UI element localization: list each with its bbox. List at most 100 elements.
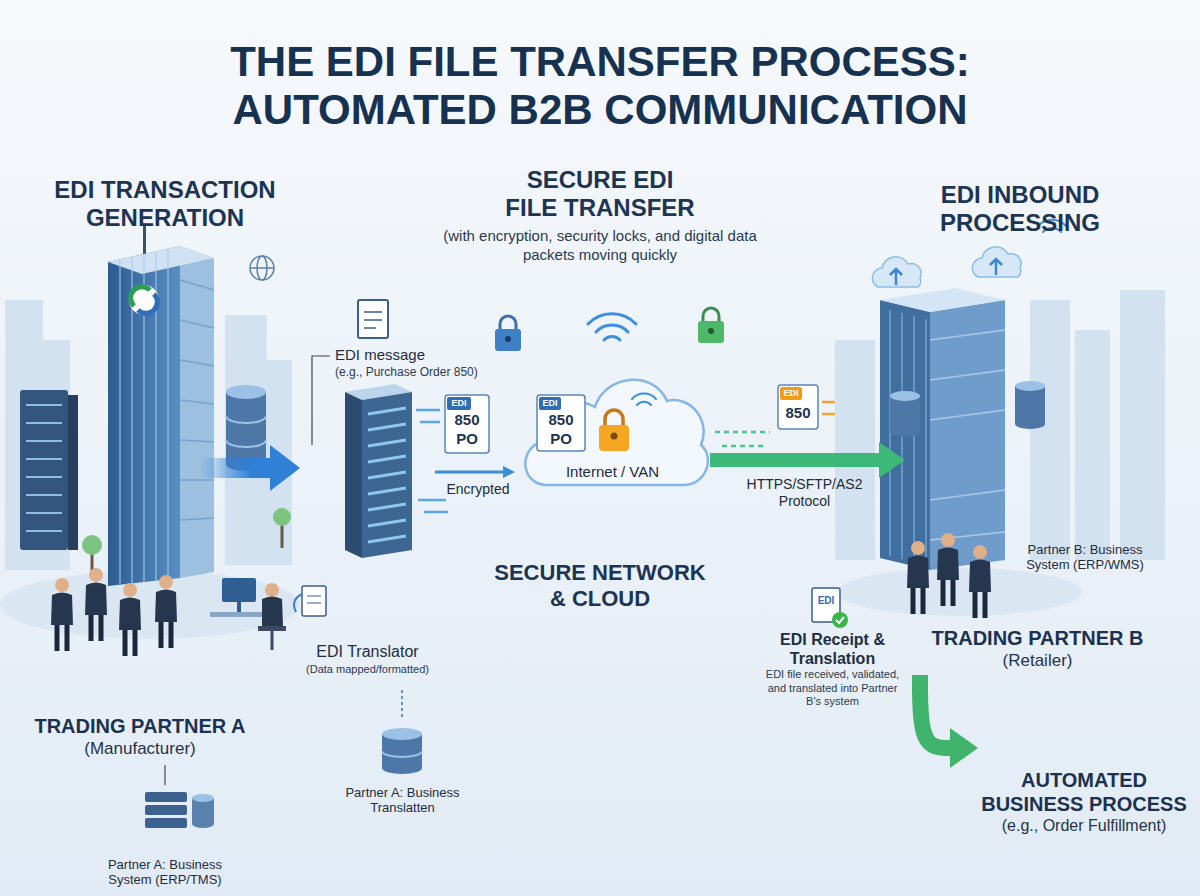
edi-packet [780,387,802,400]
partner-block: TRADING PARTNER B(Retailer)Partner B: Bu… [905,255,1170,675]
office-tower [880,288,1005,570]
database [382,728,422,774]
office-tower [890,310,926,565]
node-text: Partner A: Business Translatten [320,786,485,816]
section-heading: EDI TRANSACTION GENERATION [30,176,300,232]
zone-heading: SECURE NETWORK & CLOUD [490,560,710,612]
callout-text: (e.g., Purchase Order 850) [335,365,495,380]
database-node: Partner A: Business Translatten [320,720,485,820]
database [890,396,920,432]
document-icon [836,617,844,623]
translator-server [345,384,412,558]
wifi-icon [632,394,656,405]
office-tower [120,249,168,584]
lock-icon [495,329,521,351]
node-text: TRADING PARTNER B [932,626,1144,650]
people [51,578,73,651]
right-skyline [835,340,875,560]
server-rack [68,395,78,550]
data-streaks [416,410,448,512]
packet-code: 850 [778,404,818,422]
office-tower [880,300,930,570]
arrow-tail [200,458,252,478]
packet-code: 850 [445,411,489,429]
office-tower [108,246,214,274]
business-system-icon [192,794,214,802]
database [382,728,422,740]
data-streaks [416,410,448,512]
packet-code: PO [445,430,489,448]
tree [92,520,282,575]
right-skyline [1120,290,1165,560]
server-rack [26,405,62,531]
translator-node: EDI Translator(Data mapped/formatted) [300,380,435,690]
left-skyline [225,315,267,565]
tree [82,508,291,575]
connector-line [401,690,403,720]
section-heading: EDI INBOUND PROCESSING [890,181,1150,237]
node-subtext: EDI file received, validated, and transl… [760,668,905,708]
globe-icon [250,256,274,280]
edi-packet [778,385,818,429]
office-tower [131,287,150,306]
cloud-upload-icon [872,257,921,287]
edi-packet [445,395,489,453]
document-icon [302,586,326,616]
wifi-icon [588,314,636,340]
document-tag: EDI [812,594,840,607]
document-icon [832,612,848,628]
lock-icon [708,328,714,334]
flow-arrow [250,458,270,478]
node-subtext: (Data mapped/formatted) [306,663,429,676]
desk-worker [210,578,286,650]
globe-icon [250,267,274,269]
data-streaks [715,432,770,446]
cloud-upload-icon [890,269,902,285]
node-subtext: (Retailer) [1003,650,1073,671]
people [969,545,991,618]
document-icon [364,312,382,328]
people [937,533,959,606]
document-icon [294,586,326,616]
business-system-icon [145,805,187,815]
people [907,541,929,614]
lock-icon [698,308,724,343]
node-text: EDI Translator [316,642,418,663]
office-tower [108,246,180,586]
cloud-upload-icon [990,259,1002,275]
node-text: EDI Receipt & Translation [760,630,905,668]
node-text: Partner A: Business System (ERP/TMS) [100,858,230,888]
wifi-icon [588,314,636,340]
desk-worker [258,626,286,631]
cloud-upload-icon [972,247,1021,277]
packet-code: PO [537,430,585,448]
database [226,385,266,399]
database [890,391,920,401]
translator-server [368,408,406,542]
lock-icon [611,433,618,440]
connector-line [164,765,165,785]
callout-text: EDI message [335,345,485,364]
people [155,575,177,648]
cloud-upload-icon [972,247,1021,277]
packet-tag: EDI [447,397,471,410]
database [226,392,266,464]
cloud-outline [525,380,708,485]
lock-icon [495,316,521,351]
node-text: Internet / VAN [566,463,659,480]
database [890,381,1045,437]
database [226,416,266,447]
database [1015,419,1045,429]
desk-worker [262,597,283,627]
office-tower [108,225,214,586]
document-icon [812,588,848,628]
desk-worker [222,578,256,602]
edi-packet [447,397,471,410]
globe-icon [250,256,274,280]
office-tower [880,288,1005,312]
section-note: (with encryption, security locks, and di… [440,226,760,264]
right-skyline [1075,330,1110,560]
edi-packet [537,395,585,451]
